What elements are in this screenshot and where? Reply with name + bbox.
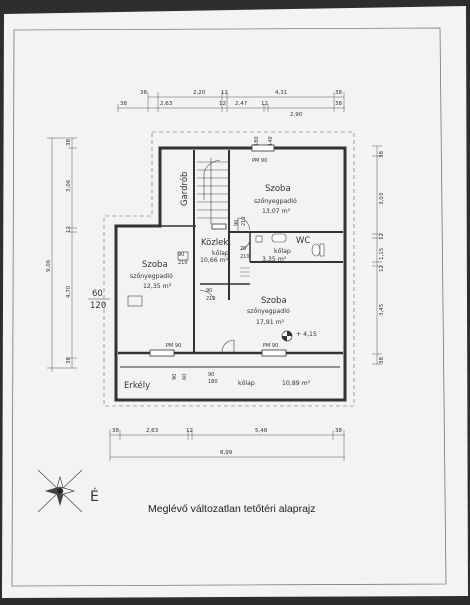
room-kozlek-floor: kőlap (212, 248, 229, 257)
chimney-mark (127, 295, 143, 307)
dim-top2-e: 12 (261, 101, 268, 107)
level-marker (281, 330, 293, 342)
dim-bottom-c: 12 (186, 428, 193, 434)
dim-top1-e: 38 (335, 90, 342, 96)
door-tag-pm90-top: PM 90 (252, 158, 267, 164)
door-tag-90-mid: 90 (206, 288, 212, 294)
room-kozlek-name: Közlek. (201, 238, 231, 248)
window-note-height: 120 (90, 301, 106, 311)
room-szoba-main-area: 17,91 m² (256, 319, 285, 326)
staircase (197, 158, 228, 224)
dim-left-e: 38 (66, 357, 72, 364)
right-dimension-lines (372, 145, 382, 365)
room-szoba-left-area: 12,35 m² (143, 283, 172, 290)
dim-left-total: 9,06 (46, 259, 52, 272)
door-tag-90-balc2: 90 (208, 372, 214, 378)
dim-top2-g: 38 (335, 101, 342, 107)
sheet-frame (11, 27, 447, 587)
door-tag-60-balc: 60 (182, 374, 188, 380)
left-dimension-lines (47, 137, 77, 372)
dim-top1-c: 12 (221, 90, 228, 96)
door-tag-210-wc: 210 (240, 254, 250, 260)
dim-left-a: 38 (66, 139, 72, 146)
door-tag-180-balc: 180 (208, 379, 218, 385)
door-tag-90-left: 90 (178, 252, 184, 258)
room-erkely-name: Erkély (124, 380, 150, 391)
dim-top2-d: 2,47 (235, 101, 248, 107)
wc-fixtures (255, 233, 325, 257)
room-szoba-top-name: Szoba (265, 184, 291, 194)
dim-top2-f: 2,90 (290, 112, 303, 118)
dim-top1-d: 4,31 (275, 90, 287, 96)
dim-left-d: 4,70 (66, 285, 72, 298)
door-tag-210-left: 210 (178, 260, 188, 266)
dim-left-b: 3,06 (66, 179, 72, 192)
door-tag-210-top: 210 (241, 216, 247, 226)
door-tag-210-mid: 210 (206, 296, 216, 302)
room-szoba-top-area: 13,07 m² (262, 208, 291, 215)
dim-top2-b: 2,63 (160, 101, 173, 107)
dim-top1-a: 38 (140, 90, 147, 96)
door-tag-90-top: 90 (234, 220, 240, 226)
doors (199, 217, 251, 353)
dim-bottom-e: 38 (335, 428, 342, 434)
room-gardrob-label: Gardrób (179, 172, 190, 206)
room-szoba-left-floor: szőnyegpadló (130, 271, 173, 280)
dim-right-d: 1,15 (379, 247, 385, 260)
walls (114, 146, 347, 402)
room-erkely-floor: kőlap (238, 378, 255, 387)
room-szoba-main-name: Szoba (261, 296, 287, 306)
room-wc-floor: kőlap (274, 246, 291, 255)
dim-right-e: 12 (379, 265, 385, 272)
left-door-mark (177, 251, 189, 261)
north-arrow-icon (37, 469, 83, 513)
room-kozlek-area: 10,66 m² (200, 257, 229, 264)
dim-top2-a: 38 (120, 101, 127, 107)
room-szoba-main-floor: szőnyegpadló (247, 306, 290, 315)
paper-sheet (2, 6, 468, 598)
dim-top1-b: 2,20 (193, 90, 206, 96)
drawing-caption: Meglévő változatlan tetőtéri alaprajz (148, 503, 316, 515)
door-tag-pm90-right: PM 90 (263, 343, 278, 349)
room-szoba-left-name: Szoba (142, 260, 168, 270)
door-tag-pm90-left: PM 90 (166, 343, 181, 349)
north-label: É (90, 488, 99, 505)
dim-right-g: 38 (379, 357, 385, 364)
door-tag-75: 75 (240, 246, 246, 252)
dim-left-c: 12 (66, 226, 72, 233)
room-szoba-top-floor: szőnyegpadló (254, 196, 297, 205)
dim-bottom-b: 2,63 (146, 428, 159, 434)
room-wc-name: WC (296, 236, 310, 246)
top-dimension-lines (117, 92, 345, 112)
bottom-dimension-lines (109, 430, 345, 461)
room-hatching (240, 267, 250, 277)
dim-bottom-total: 8,99 (220, 450, 233, 456)
windows (149, 144, 287, 357)
dim-right-b: 3,03 (379, 192, 385, 205)
door-tag-90-balc: 90 (172, 374, 178, 380)
dim-bottom-d: 5,48 (255, 428, 268, 434)
level-value: + 4,15 (296, 331, 317, 338)
dim-bottom-a: 38 (112, 428, 119, 434)
room-wc-area: 3,35 m² (262, 256, 287, 263)
door-tag-140: 140 (268, 136, 274, 146)
door-tag-180-a: 180 (254, 136, 260, 146)
dim-top2-c: 12 (219, 101, 226, 107)
window-note-width: 60 (92, 289, 103, 299)
room-erkely-area: 10,89 m² (282, 380, 311, 387)
dim-right-f: 3,45 (379, 303, 385, 316)
dim-right-a: 38 (379, 151, 385, 158)
dim-right-c: 12 (379, 233, 385, 240)
